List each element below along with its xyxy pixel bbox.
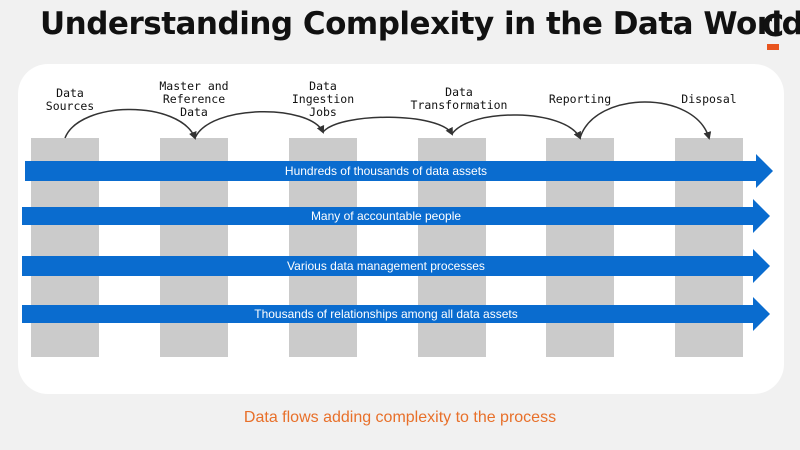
band-arrow-4 xyxy=(22,297,770,331)
connector-arrow-4 xyxy=(451,114,581,140)
connector-arrow-2 xyxy=(194,110,325,139)
stage-label-reporting: Reporting xyxy=(548,92,612,106)
diagram-caption: Data flows adding complexity to the proc… xyxy=(243,409,557,426)
stage-label-data-sources: Data Sources xyxy=(45,86,95,113)
band-label-accountable-people: Many of accountable people xyxy=(310,209,462,223)
band-label-management-processes: Various data management processes xyxy=(287,259,485,273)
band-label-data-assets: Hundreds of thousands of data assets xyxy=(284,164,488,178)
band-arrow-3 xyxy=(22,249,770,283)
connector-arrow-1 xyxy=(64,108,197,140)
logo-letter: C xyxy=(761,9,785,44)
band-arrow-2 xyxy=(22,199,770,233)
page-title: Understanding Complexity in the Data Wor… xyxy=(40,6,800,42)
band-label-relationships: Thousands of relationships among all dat… xyxy=(254,307,518,321)
stage-label-disposal: Disposal xyxy=(681,92,737,106)
connector-arrow-3 xyxy=(322,116,453,136)
stage-label-data-ingestion: Data Ingestion Jobs xyxy=(291,79,355,119)
stage-label-master-reference: Master and Reference Data xyxy=(159,79,229,119)
brand-logo: C xyxy=(760,10,786,54)
diagram-card xyxy=(18,64,784,394)
logo-accent-bar xyxy=(767,44,779,50)
band-arrow-1 xyxy=(25,154,773,188)
stage-label-data-transformation: Data Transformation xyxy=(410,85,508,112)
connector-arrow-5 xyxy=(579,101,712,140)
